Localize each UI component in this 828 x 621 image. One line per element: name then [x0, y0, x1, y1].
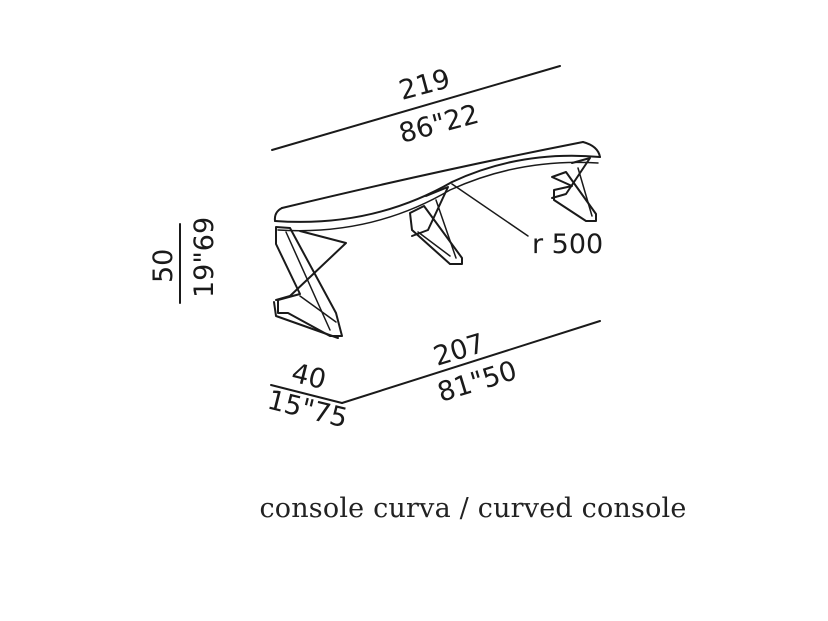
bottom-length-dimension: 207 81"50: [341, 320, 601, 409]
middle-x-leg: [409, 186, 463, 265]
top-right-end: [582, 141, 601, 158]
height-dimension: 50 19"69: [148, 217, 220, 304]
height-inches: 19"69: [189, 217, 220, 298]
depth-dimension-line: [270, 384, 343, 404]
radius-label: r 500: [532, 229, 603, 260]
radius-annotation: r 500: [451, 183, 603, 260]
drawing-caption: console curva / curved console: [259, 493, 687, 524]
bottom-dimension-line: [341, 320, 601, 404]
top-thickness-edge: [277, 161, 599, 232]
top-length-dimension: 219 86"22: [271, 63, 561, 151]
console-top: [273, 141, 601, 232]
top-length-inches: 86"22: [396, 99, 482, 150]
depth-dimension: 40 15"75: [264, 358, 350, 435]
radius-leader-line: [451, 183, 529, 237]
right-x-leg: [551, 157, 597, 222]
height-cm: 50: [148, 249, 179, 283]
left-x-leg: [273, 226, 347, 339]
top-dimension-line: [271, 65, 561, 151]
top-front-edge: [274, 154, 601, 223]
top-left-end: [273, 207, 283, 222]
top-back-edge: [281, 141, 584, 209]
